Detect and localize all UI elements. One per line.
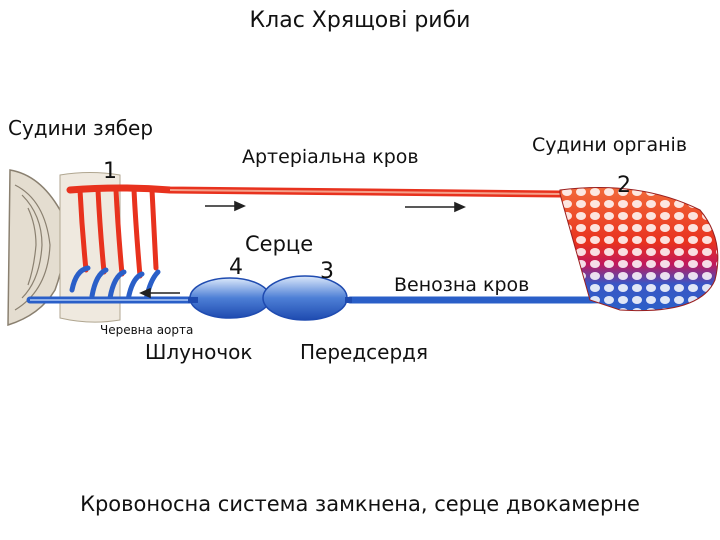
organ-capillary-network [559,187,719,312]
gill-vessels-label: Судини зябер [8,116,154,140]
number-3: 3 [320,259,334,284]
flow-arrows [139,200,466,299]
atrium-label: Передсердя [300,340,429,364]
organ-vessels-label: Судини органів [532,134,688,156]
ventral-aorta-label: Черевна аорта [100,323,194,337]
circulatory-diagram: 1 2 3 4 [7,159,719,327]
caption: Кровоносна система замкнена, серце двока… [80,492,640,516]
heart-label: Серце [245,232,314,256]
number-4: 4 [229,255,243,280]
heart [188,275,352,321]
number-1: 1 [103,159,117,184]
page-title: Клас Хрящові риби [249,8,471,33]
ventricle-label: Шлуночок [145,340,253,364]
venous-blood-label: Венозна кров [394,274,530,296]
arterial-blood-label: Артеріальна кров [242,146,419,168]
number-2: 2 [617,173,631,198]
arterial-gill-branches [77,187,159,279]
